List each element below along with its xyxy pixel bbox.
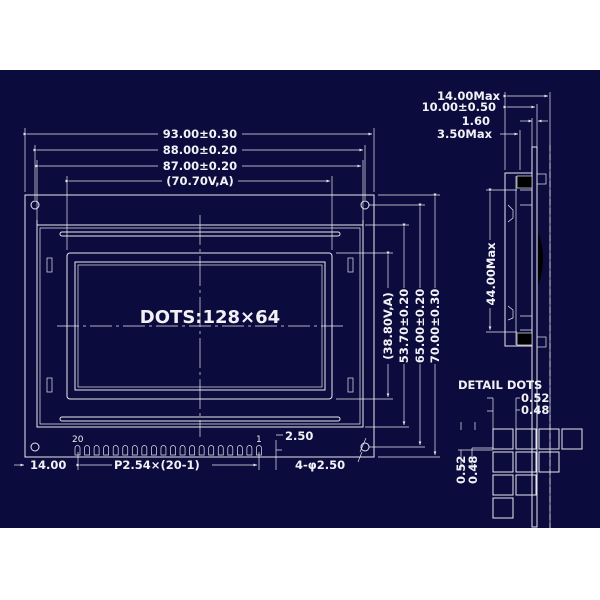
dot	[492, 497, 514, 519]
bezel-clip-top	[516, 175, 533, 189]
dim-hole-pitch-x: 88.00±0.20	[163, 143, 237, 157]
pin	[198, 445, 205, 456]
pin	[151, 445, 157, 456]
top-dimensions: 93.00±0.30 88.00±0.20 87.00±0.20 (70.70V…	[23, 127, 375, 250]
dim-bezel-height: 53.70±0.20	[397, 289, 411, 363]
pin	[141, 445, 148, 456]
bezel-tabs	[46, 257, 354, 393]
dot	[538, 428, 560, 450]
pin	[189, 445, 195, 456]
dot-grid	[492, 428, 583, 519]
dim-component-height: 3.50Max	[437, 127, 493, 141]
dots-label: DOTS:128×64	[140, 307, 280, 328]
dot	[538, 451, 560, 473]
dim-height-outer: 70.00±0.30	[428, 289, 442, 363]
pin	[217, 445, 224, 456]
dim-pin-offset: 14.00	[30, 458, 66, 472]
dot	[515, 474, 537, 496]
dot	[492, 428, 514, 450]
dim-pin-pitch: P2.54×(20-1)	[114, 458, 200, 472]
pin	[84, 445, 90, 456]
bottom-dimensions: 14.00 P2.54×(20-1) 2.50 4-φ2.50	[14, 429, 367, 472]
dot	[492, 474, 514, 496]
dim-total-thickness: 14.00Max	[437, 89, 501, 103]
dot-pitch-v-label: 0.52	[454, 456, 468, 484]
pin	[179, 445, 186, 456]
dot-pitch-label: 0.52	[521, 391, 549, 405]
pin-20-label: 20	[72, 435, 84, 445]
pcb-outline	[24, 194, 375, 458]
side-view: 14.00Max 10.00±0.50 1.60 3.50Max 44.00Ma…	[422, 89, 551, 528]
dim-view-width: (70.70V,A)	[166, 174, 234, 188]
pin	[256, 445, 262, 456]
dim-hole-pitch-y: 65.00±0.20	[413, 289, 427, 363]
pin-row	[74, 445, 262, 456]
pin	[74, 445, 81, 456]
pin	[160, 445, 167, 456]
dim-bezel-width: 87.00±0.20	[163, 159, 237, 173]
dim-pin-edge: 2.50	[285, 429, 313, 443]
dim-width-outer: 93.00±0.30	[163, 127, 237, 141]
dim-view-height: (38.80V,A)	[381, 292, 395, 360]
pin	[93, 445, 100, 456]
drawing-sheet: DOTS:128×64 20 1 93.00±0.30 88.00±0.20 8…	[0, 70, 600, 528]
pin	[170, 445, 176, 456]
pin	[246, 445, 253, 456]
pin	[122, 445, 129, 456]
pin-1-label: 1	[256, 435, 262, 445]
detail-dots: DETAIL DOTS 0.52 0.48 0.52 0.48	[454, 378, 583, 519]
dim-backlight-height: 44.00Max	[484, 242, 498, 306]
dot	[515, 451, 537, 473]
module-body	[504, 172, 533, 347]
dot	[561, 428, 583, 450]
dot-size-label: 0.48	[521, 403, 549, 417]
lcd-mechanical-drawing: DOTS:128×64 20 1 93.00±0.30 88.00±0.20 8…	[14, 89, 583, 528]
pin	[112, 445, 119, 456]
dot	[515, 428, 537, 450]
bezel-clip-bottom	[516, 332, 533, 346]
right-dimensions: (38.80V,A) 53.70±0.20 65.00±0.20 70.00±0…	[336, 193, 442, 458]
detail-dots-title: DETAIL DOTS	[458, 378, 542, 392]
pin	[131, 445, 138, 456]
dim-pcb-thickness: 1.60	[462, 114, 490, 128]
pin	[103, 445, 109, 456]
led-bump	[538, 232, 543, 286]
pin	[237, 445, 243, 456]
dim-holes: 4-φ2.50	[295, 458, 345, 472]
pin	[227, 445, 234, 456]
front-view: DOTS:128×64 20 1 93.00±0.30 88.00±0.20 8…	[14, 127, 442, 472]
dim-module-thickness: 10.00±0.50	[422, 100, 496, 114]
dot-size-v-label: 0.48	[466, 456, 480, 484]
dot	[492, 451, 514, 473]
pin	[208, 445, 215, 456]
